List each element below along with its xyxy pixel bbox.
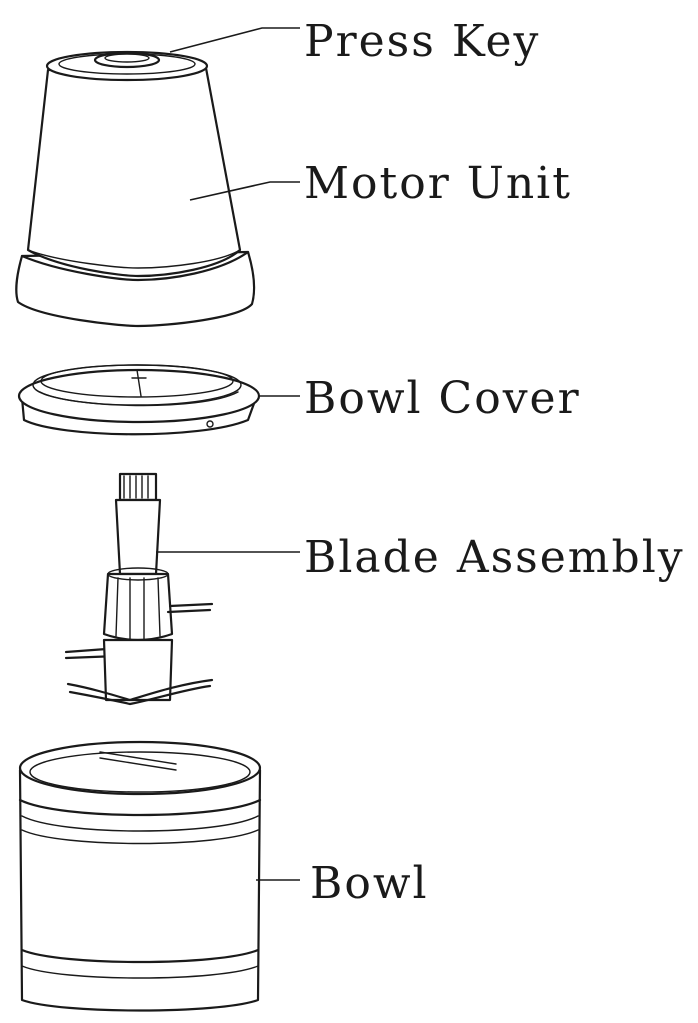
leader-press-key <box>169 27 300 53</box>
label-press-key: Press Key <box>304 16 540 67</box>
bowl <box>18 740 262 1012</box>
leader-motor-unit <box>189 181 300 201</box>
label-blade-assembly: Blade Assembly <box>304 532 685 583</box>
label-bowl-cover: Bowl Cover <box>304 373 581 424</box>
bowl-cover <box>17 364 261 436</box>
press-key <box>93 51 161 69</box>
label-bowl: Bowl <box>310 858 429 909</box>
motor-unit <box>15 50 256 328</box>
blade-assembly <box>64 472 214 706</box>
label-motor-unit: Motor Unit <box>304 158 572 209</box>
